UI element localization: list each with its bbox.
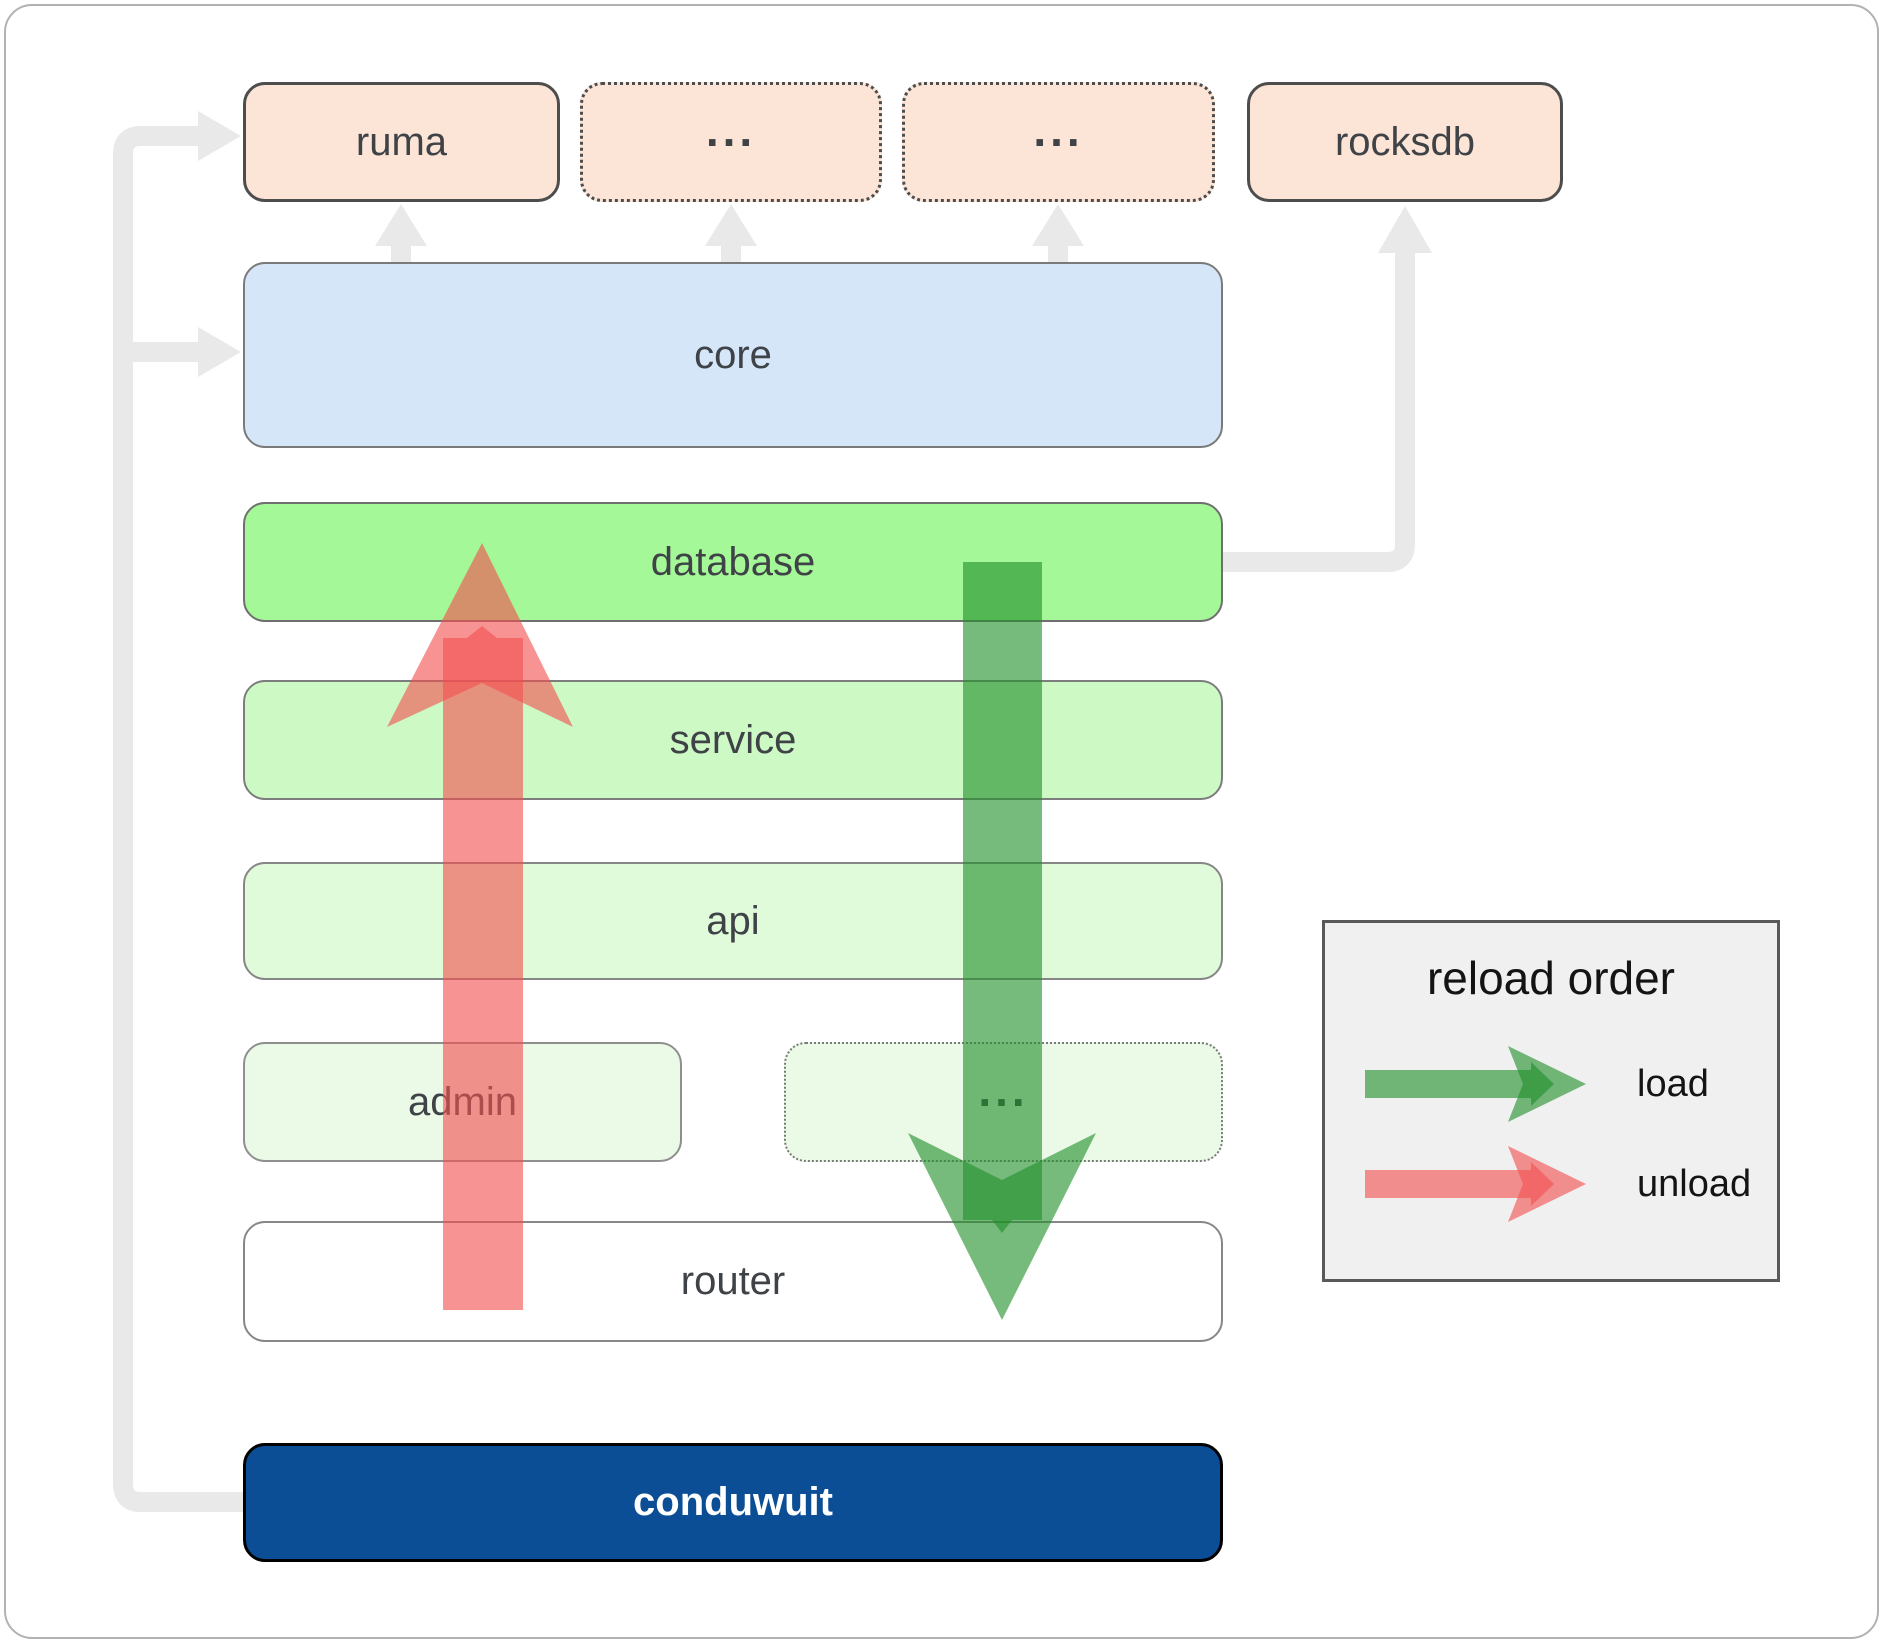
legend-unload-label: unload	[1637, 1162, 1752, 1205]
box-ruma-label: ruma	[355, 119, 448, 164]
box-rocksdb: rocksdb	[1247, 82, 1563, 202]
arrowhead-into-core-icon	[198, 327, 241, 377]
arrowhead-into-ruma-icon	[198, 111, 241, 161]
box-admin-label: admin	[408, 1079, 517, 1124]
box-api-label: api	[706, 898, 760, 943]
box-database-label: database	[650, 539, 816, 584]
arrow-core-to-extra1-icon	[705, 204, 757, 262]
box-service: service	[243, 680, 1223, 800]
legend-row-unload: unload	[1365, 1144, 1751, 1224]
unload-arrow-icon	[1365, 1146, 1586, 1222]
box-database: database	[243, 502, 1223, 622]
legend-row-load: load	[1365, 1044, 1709, 1124]
legend-reload-order: reload order load unload	[1322, 920, 1780, 1282]
box-rocksdb-label: rocksdb	[1334, 119, 1476, 164]
box-service-label: service	[669, 717, 797, 762]
box-ruma: ruma	[243, 82, 560, 202]
connector-conduwuit-to-ruma	[113, 126, 246, 1512]
load-arrow-icon	[1365, 1046, 1586, 1122]
arrow-core-to-ruma-icon	[375, 204, 427, 262]
box-router: router	[243, 1221, 1223, 1342]
connector-database-to-rocksdb	[1223, 252, 1415, 572]
box-router-label: router	[680, 1259, 786, 1303]
arrow-core-to-extra2-icon	[1032, 204, 1084, 262]
box-conduwuit-label: conduwuit	[633, 1480, 833, 1524]
box-extra-crate-1-label: ...	[705, 104, 757, 156]
legend-title: reload order	[1426, 952, 1676, 1004]
box-extra-crate-2-label: ...	[1033, 104, 1084, 156]
box-core: core	[243, 262, 1223, 448]
box-admin: admin	[243, 1042, 682, 1162]
legend-load-label: load	[1637, 1062, 1709, 1105]
box-extra-crate-2: ...	[902, 82, 1215, 202]
box-core-label: core	[694, 332, 772, 377]
box-api: api	[243, 862, 1223, 980]
box-admin-extra: ...	[784, 1042, 1223, 1162]
box-admin-extra-label: ...	[978, 1064, 1029, 1116]
arrowhead-into-rocksdb-icon	[1378, 206, 1432, 253]
box-conduwuit: conduwuit	[243, 1443, 1223, 1562]
box-extra-crate-1: ...	[580, 82, 882, 202]
